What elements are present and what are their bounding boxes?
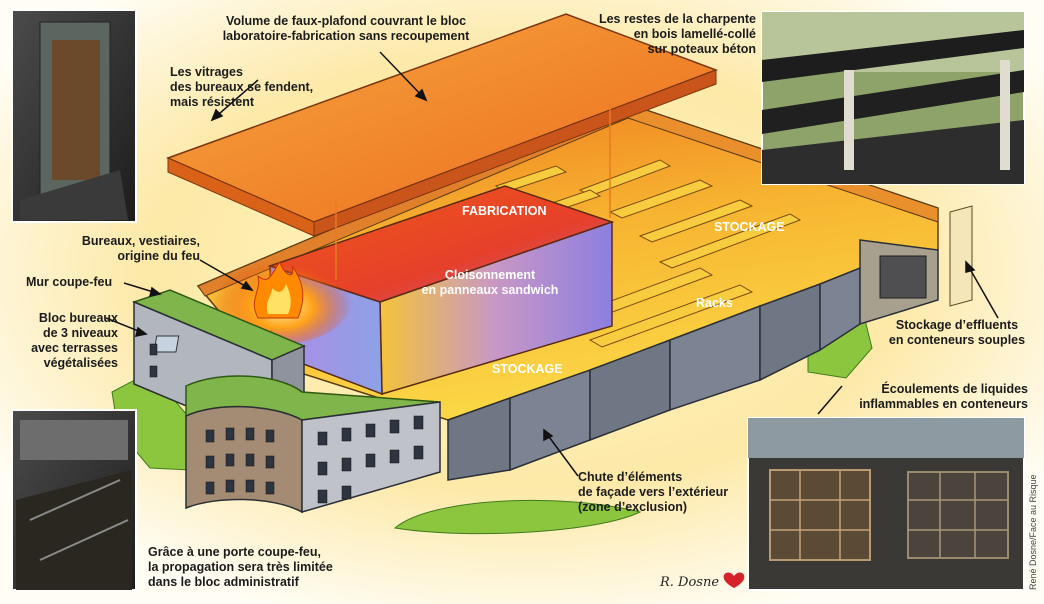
- photo-office-windows: [11, 9, 137, 223]
- label-racks: Racks: [696, 296, 733, 310]
- label-faux-plafond: Volume de faux-plafond couvrant le bloc …: [222, 14, 470, 43]
- office-windows: [149, 343, 424, 504]
- label-effluents: Stockage d’effluents en conteneurs soupl…: [888, 318, 1026, 347]
- faux-plafond-front-edge: [313, 69, 717, 237]
- label-bureaux: Bureaux, vestiaires, origine du feu: [81, 234, 200, 263]
- photo-charpente: [761, 11, 1025, 185]
- office-wing-curved-facade: [185, 405, 303, 514]
- label-bloc-bureaux: Bloc bureaux de 3 niveaux avec terrasses…: [31, 311, 118, 370]
- photo-credit: René Dosne/Face au Risque: [1028, 474, 1038, 590]
- label-cloisonnement: Cloisonnement en panneaux sandwich: [421, 268, 559, 297]
- grass-patch-bottom: [393, 499, 642, 535]
- effluent-rack: [949, 205, 973, 307]
- fire-core: [266, 284, 291, 314]
- label-mur-coupe-feu: Mur coupe-feu: [26, 275, 113, 289]
- label-chute: Chute d’éléments de façade vers l’extéri…: [578, 470, 729, 514]
- signature: R. Dosne: [660, 575, 720, 590]
- label-ecoulements: Écoulements de liquides inflammables en …: [859, 382, 1028, 411]
- photo-conteneurs: [747, 417, 1025, 591]
- office-skylight: [153, 335, 180, 353]
- label-stockage-top: STOCKAGE: [714, 220, 785, 234]
- leader-lines: [105, 51, 999, 477]
- photo-office-damage: [11, 409, 137, 591]
- heart-icon: [723, 572, 745, 588]
- label-stockage-bottom: STOCKAGE: [492, 362, 563, 376]
- garage-door: [879, 255, 927, 299]
- label-vitrages: Les vitrages des bureaux se fendent, mai…: [170, 65, 314, 109]
- label-fabrication: FABRICATION: [462, 204, 547, 218]
- label-charpente: Les restes de la charpente en bois lamel…: [598, 12, 756, 56]
- label-porte: Grâce à une porte coupe-feu, la propagat…: [148, 545, 333, 589]
- exterior-walls: [447, 239, 939, 481]
